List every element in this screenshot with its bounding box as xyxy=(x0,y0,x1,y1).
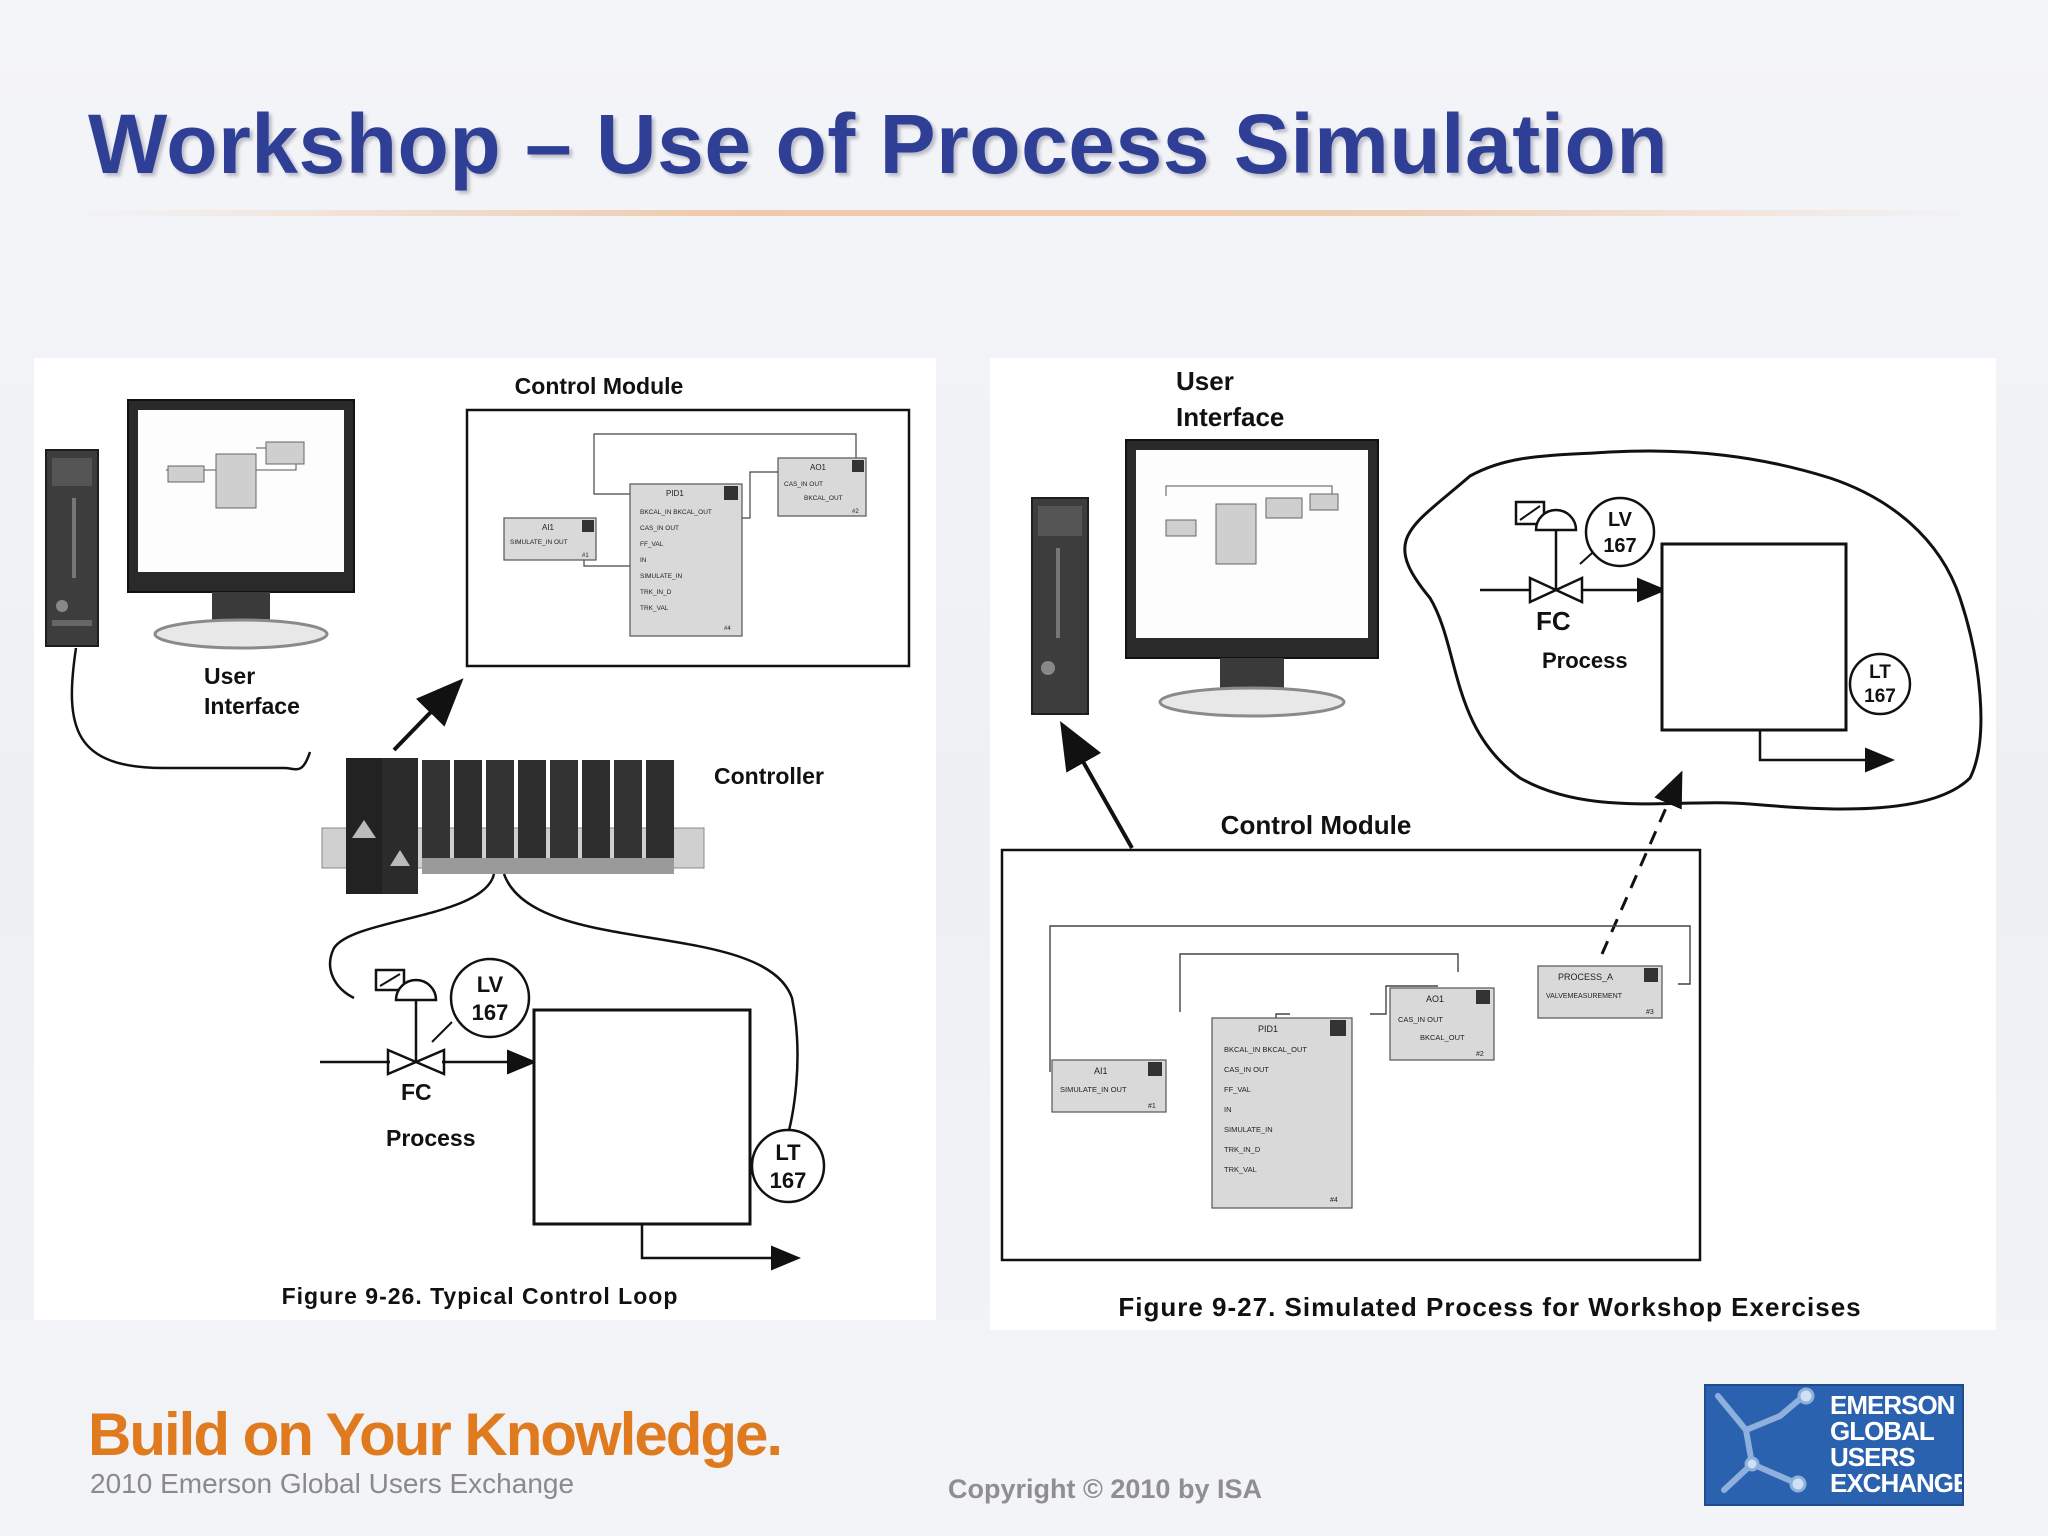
copyright-notice: Copyright © 2010 by ISA xyxy=(948,1474,1262,1504)
left-control-valve xyxy=(374,968,446,1076)
svg-text:LT: LT xyxy=(775,1140,801,1165)
svg-text:LV: LV xyxy=(1608,509,1633,531)
left-process-tank xyxy=(532,1008,752,1226)
svg-text:PROCESS_A: PROCESS_A xyxy=(1558,972,1613,982)
left-process-label: Process xyxy=(386,1125,476,1151)
left-user-interface-label-1: User xyxy=(204,663,255,689)
right-process-tank xyxy=(1660,542,1848,732)
svg-text:AI1: AI1 xyxy=(1094,1066,1108,1076)
controller-to-module-arrow xyxy=(392,678,464,752)
slide-title: Workshop – Use of Process Simulation xyxy=(88,97,1669,191)
svg-text:BKCAL_OUT: BKCAL_OUT xyxy=(804,495,843,502)
logo-wordmark: EMERSON GLOBAL USERS EXCHANGE xyxy=(1830,1390,1964,1498)
svg-text:LV: LV xyxy=(477,972,504,997)
footer-tagline: Build on Your Knowledge. xyxy=(88,1401,783,1468)
svg-text:AO1: AO1 xyxy=(1426,994,1444,1004)
svg-text:#1: #1 xyxy=(1148,1103,1156,1110)
svg-text:CAS_IN OUT: CAS_IN OUT xyxy=(1398,1015,1443,1024)
svg-text:PID1: PID1 xyxy=(1258,1024,1278,1034)
pc-monitor xyxy=(127,399,355,650)
ui-network-cable xyxy=(70,647,312,771)
right-block-process-a: PROCESS_A VALVEMEASUREMENT #3 xyxy=(1537,965,1663,1019)
left-lv-167-bubble xyxy=(449,957,531,1039)
svg-text:TRK_IN_D: TRK_IN_D xyxy=(1224,1145,1261,1154)
left-block-ao1: AO1 CAS_IN OUT BKCAL_OUT #2 xyxy=(777,457,867,517)
title-divider xyxy=(70,210,1980,216)
svg-text:CAS_IN OUT: CAS_IN OUT xyxy=(640,525,679,532)
right-lt-167-bubble xyxy=(1848,652,1912,716)
emerson-global-users-exchange-logo: EMERSON GLOBAL USERS EXCHANGE xyxy=(1704,1384,1964,1506)
left-figure-caption: Figure 9-26. Typical Control Loop xyxy=(282,1283,679,1309)
svg-text:BKCAL_IN BKCAL_OUT: BKCAL_IN BKCAL_OUT xyxy=(1224,1045,1307,1054)
figure-typical-control-loop: User Interface Control Module AI1 SIMULA… xyxy=(34,358,936,1320)
svg-text:IN: IN xyxy=(1224,1105,1232,1114)
left-lt-167-bubble xyxy=(750,1128,826,1204)
right-lv-167-bubble xyxy=(1584,496,1656,568)
left-user-interface-label-2: Interface xyxy=(204,693,300,719)
right-process-label: Process xyxy=(1542,648,1628,673)
svg-text:IN: IN xyxy=(640,557,647,564)
svg-text:PID1: PID1 xyxy=(666,489,684,498)
right-control-module-label: Control Module xyxy=(1221,810,1412,840)
left-valve-fc-label: FC xyxy=(401,1079,432,1105)
svg-text:SIMULATE_IN: SIMULATE_IN xyxy=(1224,1125,1273,1134)
svg-text:BKCAL_IN BKCAL_OUT: BKCAL_IN BKCAL_OUT xyxy=(640,509,712,516)
svg-text:#4: #4 xyxy=(724,626,731,632)
right-block-pid1: PID1 BKCAL_IN BKCAL_OUT CAS_IN OUT FF_VA… xyxy=(1211,1017,1353,1209)
right-pc-tower xyxy=(1031,497,1089,715)
svg-text:SIMULATE_IN OUT: SIMULATE_IN OUT xyxy=(510,539,568,546)
right-figure-caption: Figure 9-27. Simulated Process for Works… xyxy=(1118,1292,1861,1322)
svg-text:TRK_VAL: TRK_VAL xyxy=(640,605,669,612)
svg-text:VALVEMEASUREMENT: VALVEMEASUREMENT xyxy=(1546,993,1623,1000)
svg-text:CAS_IN OUT: CAS_IN OUT xyxy=(784,481,823,488)
svg-text:LT: LT xyxy=(1869,662,1891,683)
svg-text:CAS_IN OUT: CAS_IN OUT xyxy=(1224,1065,1269,1074)
svg-text:#2: #2 xyxy=(852,509,859,515)
controller-to-transmitter-wire xyxy=(502,873,799,1149)
simulation-link-arrow xyxy=(1600,770,1683,955)
simulated-process-boundary xyxy=(1403,449,1983,811)
controller-label: Controller xyxy=(714,763,824,789)
svg-text:167: 167 xyxy=(1864,686,1896,707)
right-valve-fc-label: FC xyxy=(1536,606,1571,636)
right-user-interface-label-2: Interface xyxy=(1176,402,1284,432)
figure-simulated-process: User Interface xyxy=(990,358,1996,1330)
footer-subline: 2010 Emerson Global Users Exchange xyxy=(90,1468,575,1499)
left-control-module-label: Control Module xyxy=(515,373,684,399)
svg-text:FF_VAL: FF_VAL xyxy=(640,541,664,548)
svg-text:#3: #3 xyxy=(1646,1009,1654,1016)
network-logo-icon xyxy=(1715,1387,1815,1493)
svg-text:AI1: AI1 xyxy=(542,523,555,532)
svg-text:#2: #2 xyxy=(1476,1051,1484,1058)
controller-to-valve-wire xyxy=(328,873,496,1000)
left-block-ai1: AI1 SIMULATE_IN OUT #1 xyxy=(503,517,597,561)
svg-text:SIMULATE_IN: SIMULATE_IN xyxy=(640,573,682,580)
pc-tower xyxy=(45,449,99,647)
right-pc-monitor xyxy=(1125,439,1379,718)
svg-text:TRK_VAL: TRK_VAL xyxy=(1224,1165,1257,1174)
svg-text:#1: #1 xyxy=(582,553,589,559)
controller-rack xyxy=(321,758,705,894)
left-block-pid1: PID1 BKCAL_IN BKCAL_OUT CAS_IN OUT FF_VA… xyxy=(629,483,743,637)
right-user-interface-label-1: User xyxy=(1176,366,1234,396)
svg-text:167: 167 xyxy=(770,1168,807,1193)
svg-text:AO1: AO1 xyxy=(810,463,827,472)
svg-text:167: 167 xyxy=(472,1000,509,1025)
right-control-valve xyxy=(1514,500,1584,604)
module-to-ui-arrow xyxy=(1060,721,1134,849)
svg-text:BKCAL_OUT: BKCAL_OUT xyxy=(1420,1033,1465,1042)
svg-text:SIMULATE_IN OUT: SIMULATE_IN OUT xyxy=(1060,1085,1127,1094)
svg-text:167: 167 xyxy=(1603,535,1636,557)
svg-text:#4: #4 xyxy=(1330,1197,1338,1204)
svg-text:TRK_IN_D: TRK_IN_D xyxy=(640,589,672,596)
right-block-ai1: AI1 SIMULATE_IN OUT #1 xyxy=(1051,1059,1167,1113)
outlet-flow-arrow xyxy=(640,1224,801,1271)
right-block-ao1: AO1 CAS_IN OUT BKCAL_OUT #2 xyxy=(1389,987,1495,1061)
svg-text:FF_VAL: FF_VAL xyxy=(1224,1085,1251,1094)
